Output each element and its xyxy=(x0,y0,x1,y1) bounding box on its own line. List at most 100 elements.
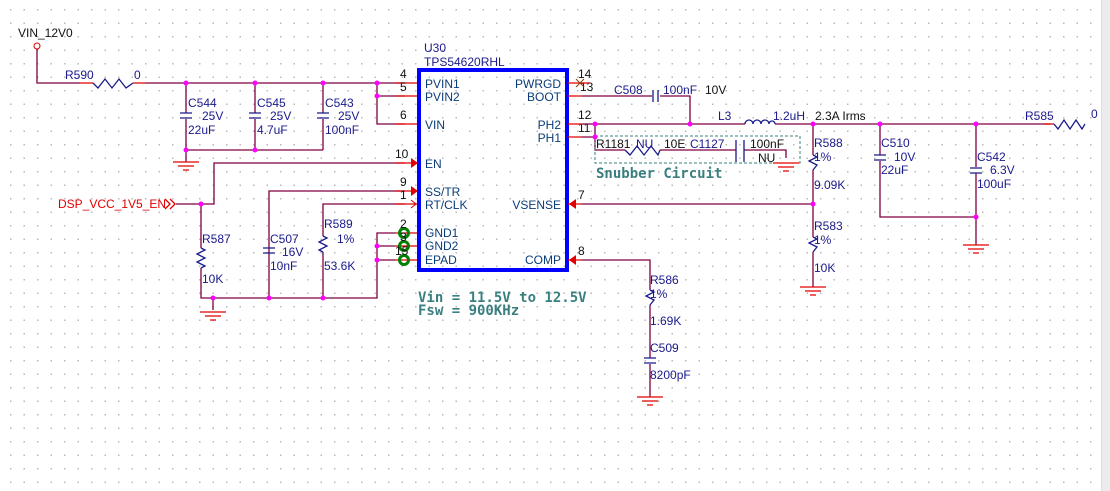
snubber-box xyxy=(594,135,801,164)
svg-text:10: 10 xyxy=(395,147,409,161)
svg-text:GND2: GND2 xyxy=(425,239,459,253)
c508-voltage: 10V xyxy=(705,83,726,97)
no-connect-icon xyxy=(575,78,585,88)
ground-icon xyxy=(200,311,226,321)
svg-text:11: 11 xyxy=(578,121,591,135)
capacitor-c542[interactable] xyxy=(970,167,982,174)
c543-ref: C543 xyxy=(325,96,354,110)
svg-text:4: 4 xyxy=(400,67,407,81)
power-port-icon[interactable] xyxy=(33,42,41,50)
ground-icon xyxy=(173,161,199,171)
r1181-ref: R1181 xyxy=(596,137,631,151)
vertical-scrollbar[interactable] xyxy=(1101,0,1110,491)
resistor-r589[interactable] xyxy=(317,235,329,253)
vin-note: Vin = 11.5V to 12.5V xyxy=(418,290,587,306)
svg-text:13: 13 xyxy=(580,80,594,94)
r1181-nu: NU xyxy=(636,137,653,151)
svg-text:3: 3 xyxy=(400,230,407,244)
c543-voltage: 25V xyxy=(338,109,359,123)
svg-text:GND1: GND1 xyxy=(425,226,459,240)
svg-text:SS/TR: SS/TR xyxy=(425,185,461,199)
c1127-value: 100nF xyxy=(750,137,784,151)
net-enable-label[interactable]: DSP_VCC_1V5_EN xyxy=(58,197,166,211)
ic-u30-body[interactable] xyxy=(417,68,569,272)
capacitor-c544[interactable] xyxy=(180,83,192,150)
c544-value: 22uF xyxy=(188,123,215,137)
svg-text:12: 12 xyxy=(578,108,592,122)
capacitor-c510[interactable] xyxy=(874,154,886,161)
capacitor-c508[interactable] xyxy=(652,90,659,102)
gnd-pad-icons xyxy=(398,227,410,266)
r589-ref: R589 xyxy=(324,217,353,231)
svg-text:9: 9 xyxy=(400,175,407,189)
c542-value: 100uF xyxy=(977,177,1011,191)
capacitor-c507[interactable] xyxy=(263,247,275,254)
svg-text:2: 2 xyxy=(400,217,407,231)
c545-voltage: 25V xyxy=(270,109,291,123)
r590-ref: R590 xyxy=(65,68,94,82)
c1127-ref: C1127 xyxy=(690,137,725,151)
svg-text:PVIN2: PVIN2 xyxy=(425,90,460,104)
c545-value: 4.7uF xyxy=(257,123,288,137)
capacitor-c1127[interactable] xyxy=(735,140,745,162)
svg-text:PH1: PH1 xyxy=(538,131,562,145)
l3-rating: 2.3A Irms xyxy=(815,109,866,123)
ground-icon xyxy=(963,244,989,254)
svg-text:7: 7 xyxy=(578,188,585,202)
fsw-note: Fsw = 900KHz xyxy=(418,303,519,319)
c544-ref: C544 xyxy=(188,96,217,110)
r1181-value: 10E xyxy=(664,137,685,151)
inductor-l3[interactable] xyxy=(744,119,776,125)
r587-ref: R587 xyxy=(202,232,231,246)
svg-text:5: 5 xyxy=(400,80,407,94)
svg-text:PVIN1: PVIN1 xyxy=(425,77,460,91)
c508-ref: C508 xyxy=(614,83,643,97)
junction-dots xyxy=(183,80,979,301)
r589-tol: 1% xyxy=(337,232,355,246)
resistor-r590[interactable] xyxy=(92,77,134,90)
svg-text:PWRGD: PWRGD xyxy=(515,77,561,91)
capacitor-c509[interactable] xyxy=(644,357,656,364)
resistor-r583[interactable] xyxy=(807,236,819,253)
snubber-note: Snubber Circuit xyxy=(596,166,722,182)
net-vin-label: VIN_12V0 xyxy=(18,26,73,40)
l3-value: 1.2uH xyxy=(773,109,805,123)
ic-ref: U30 xyxy=(424,41,446,55)
resistor-r587[interactable] xyxy=(195,247,207,269)
c544-voltage: 25V xyxy=(202,109,223,123)
c509-value: 8200pF xyxy=(650,368,691,382)
svg-text:VSENSE: VSENSE xyxy=(512,198,561,212)
svg-text:8: 8 xyxy=(578,244,585,258)
c1127-nu: NU xyxy=(758,151,775,165)
r583-ref: R583 xyxy=(814,219,843,233)
svg-text:14: 14 xyxy=(578,67,592,81)
resistor-r1181[interactable] xyxy=(624,144,661,157)
r583-value: 10K xyxy=(814,261,835,275)
resistor-r585[interactable] xyxy=(1053,118,1086,131)
c507-value: 10nF xyxy=(270,259,297,273)
resistor-r588[interactable] xyxy=(807,154,819,171)
c509-ref: C509 xyxy=(650,341,679,355)
svg-text:1: 1 xyxy=(400,188,407,202)
svg-text:RT/CLK: RT/CLK xyxy=(425,198,467,212)
capacitor-c545[interactable] xyxy=(249,83,261,150)
r588-tol: 1% xyxy=(814,150,832,164)
ground-icon xyxy=(773,162,799,172)
capacitor-c543[interactable] xyxy=(317,83,329,150)
r590-value: 0 xyxy=(134,68,141,82)
c507-voltage: 16V xyxy=(282,245,303,259)
c510-ref: C510 xyxy=(881,136,910,150)
svg-text:PH2: PH2 xyxy=(538,118,562,132)
l3-ref: L3 xyxy=(718,109,732,123)
r588-ref: R588 xyxy=(814,136,843,150)
svg-text:EN: EN xyxy=(425,157,442,171)
svg-text:COMP: COMP xyxy=(525,253,561,267)
r586-tol: 1% xyxy=(650,287,668,301)
c507-ref: C507 xyxy=(270,232,299,246)
r589-value: 53.6K xyxy=(324,259,355,273)
resistor-r586[interactable] xyxy=(644,289,656,306)
